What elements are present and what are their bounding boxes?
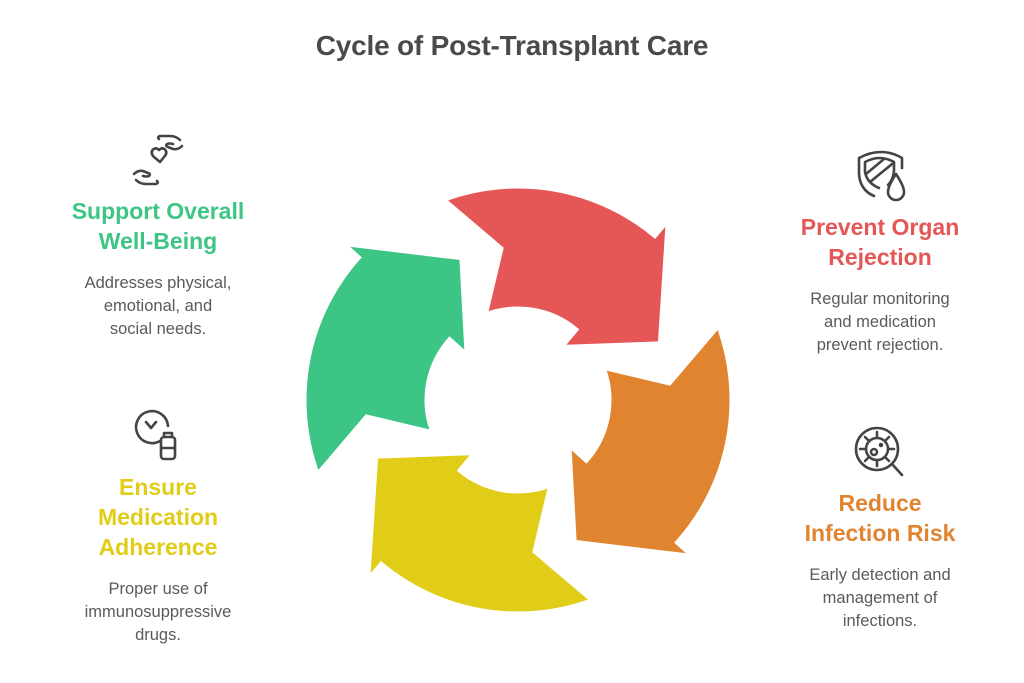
desc-line: management of bbox=[822, 589, 938, 607]
shield-drop-icon bbox=[848, 144, 912, 208]
desc-line: Addresses physical, bbox=[84, 274, 232, 292]
desc-line: immunosuppressive bbox=[84, 603, 232, 621]
step-medication-adherence: Ensure Medication Adherence Proper use o… bbox=[48, 404, 268, 647]
hands-heart-icon bbox=[126, 128, 190, 192]
heading-line: Reduce bbox=[838, 490, 922, 516]
diagram-title: Cycle of Post-Transplant Care bbox=[315, 30, 709, 61]
desc-line: Regular monitoring bbox=[810, 290, 950, 308]
step-description: Regular monitoring and medication preven… bbox=[770, 288, 990, 357]
desc-line: Proper use of bbox=[108, 580, 208, 598]
desc-line: emotional, and bbox=[103, 297, 213, 315]
step-heading: Ensure Medication Adherence bbox=[48, 472, 268, 562]
heading-line: Ensure bbox=[119, 474, 197, 500]
step-description: Addresses physical, emotional, and socia… bbox=[48, 272, 268, 341]
cycle-arrow-medication-adherence bbox=[367, 452, 594, 615]
heading-line: Adherence bbox=[98, 534, 218, 560]
step-heading: Support Overall Well-Being bbox=[48, 196, 268, 256]
heading-line: Prevent Organ bbox=[800, 214, 960, 240]
desc-line: prevent rejection. bbox=[816, 336, 944, 354]
heading-line: Infection Risk bbox=[804, 520, 956, 546]
step-heading: Reduce Infection Risk bbox=[770, 488, 990, 548]
step-description: Early detection and management of infect… bbox=[770, 564, 990, 633]
virus-magnifier-icon bbox=[848, 420, 912, 484]
step-well-being: Support Overall Well-Being Addresses phy… bbox=[48, 128, 268, 341]
desc-line: infections. bbox=[842, 612, 918, 630]
cycle-arrow-organ-rejection bbox=[442, 185, 669, 348]
heading-line: Medication bbox=[97, 504, 219, 530]
heading-line: Rejection bbox=[828, 244, 932, 270]
cycle-arrow-infection-risk bbox=[568, 324, 733, 558]
cycle-arrow-well-being bbox=[303, 242, 468, 476]
step-organ-rejection: Prevent Organ Rejection Regular monitori… bbox=[770, 144, 990, 357]
desc-line: Early detection and bbox=[809, 566, 951, 584]
desc-line: drugs. bbox=[135, 626, 181, 644]
clock-pill-bottle-icon bbox=[126, 404, 190, 468]
heading-line: Well-Being bbox=[98, 228, 218, 254]
step-description: Proper use of immunosuppressive drugs. bbox=[48, 578, 268, 647]
desc-line: and medication bbox=[824, 313, 936, 331]
heading-line: Support Overall bbox=[71, 198, 245, 224]
desc-line: social needs. bbox=[109, 320, 207, 338]
step-infection-risk: Reduce Infection Risk Early detection an… bbox=[770, 420, 990, 633]
step-heading: Prevent Organ Rejection bbox=[770, 212, 990, 272]
